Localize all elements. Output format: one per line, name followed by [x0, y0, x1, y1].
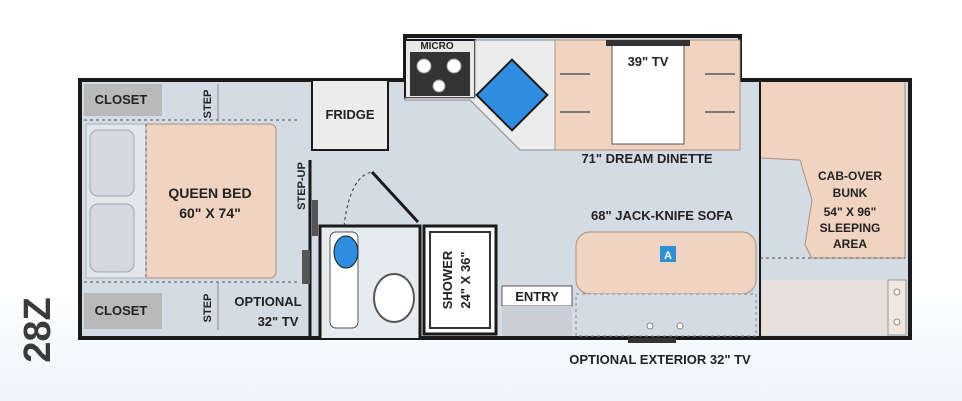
closet-top — [84, 84, 162, 116]
optional-tv-label-2: 32" TV — [258, 314, 299, 329]
bunk-label-4: SLEEPING — [820, 221, 881, 235]
step-bottom-label: STEP — [202, 294, 214, 323]
bath-sink — [333, 235, 359, 269]
shower-pan — [429, 231, 491, 329]
entry-step — [502, 306, 572, 336]
fridge — [311, 79, 389, 151]
shower-label-1: SHOWER — [440, 250, 455, 309]
cab-knob-top — [893, 288, 901, 296]
sofa-label: 68" JACK-KNIFE SOFA — [591, 208, 734, 223]
cab-seat — [887, 279, 907, 336]
burner-3 — [432, 79, 446, 93]
micro-label: MICRO — [420, 41, 454, 52]
sofa-knob-2 — [676, 322, 684, 330]
sink — [475, 58, 549, 132]
model-number: 28Z — [17, 297, 59, 362]
queen-bed-label-1: QUEEN BED — [168, 185, 251, 201]
cab-floor — [760, 280, 888, 335]
optional-tv-label-1: OPTIONAL — [234, 294, 301, 309]
bunk-label-1: CAB-OVER — [818, 169, 882, 183]
exterior-tv-label: OPTIONAL EXTERIOR 32" TV — [569, 352, 751, 367]
tv-39-mount — [606, 40, 690, 46]
burner-2 — [446, 58, 462, 74]
fridge-label: FRIDGE — [325, 107, 374, 122]
exterior-tv — [628, 338, 676, 343]
sofa-knob-1 — [646, 322, 654, 330]
step-top-label: STEP — [202, 90, 214, 119]
marker-label: A — [664, 250, 672, 262]
cab-over-bunk — [759, 79, 906, 259]
bath-door — [370, 170, 420, 224]
cab-knob-bottom — [893, 318, 901, 326]
door-swing — [343, 171, 373, 227]
bunk-label-5: AREA — [833, 237, 867, 251]
step-up-rail — [312, 200, 318, 236]
pillow-top — [89, 129, 135, 197]
burner-1 — [416, 58, 432, 74]
toilet — [373, 273, 415, 323]
closet-bottom-label: CLOSET — [95, 303, 148, 318]
queen-bed-label-2: 60" X 74" — [179, 205, 241, 221]
tv-39-label: 39" TV — [628, 54, 669, 69]
dinette-table — [611, 43, 685, 145]
closet-top-label: CLOSET — [95, 92, 148, 107]
shower-label-2: 24" X 36" — [458, 251, 473, 308]
bedroom-tv — [302, 250, 310, 284]
pillow-bottom — [89, 203, 135, 273]
dinette-label: 71" DREAM DINETTE — [581, 151, 712, 166]
bunk-label-3: 54" X 96" — [824, 205, 877, 219]
entry-label: ENTRY — [515, 289, 559, 304]
marker-box — [660, 246, 676, 262]
sofa-extension — [575, 293, 757, 337]
bunk-label-2: BUNK — [833, 186, 868, 200]
closet-bottom — [84, 293, 162, 329]
sofa — [575, 231, 757, 295]
step-up-label: STEP-UP — [296, 162, 308, 210]
